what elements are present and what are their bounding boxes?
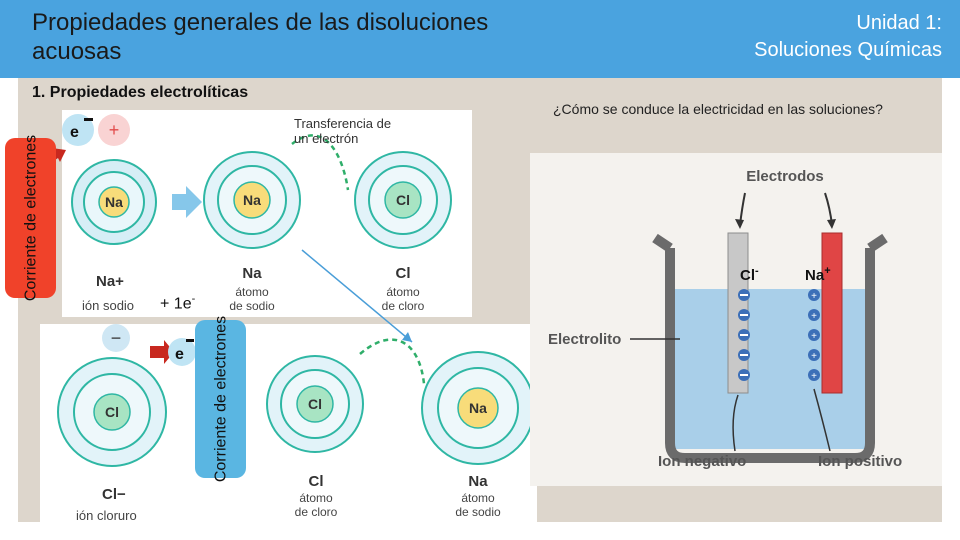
current-label-top: Corriente de electrones (5, 135, 56, 301)
cl-atom-symbol: Cl (396, 192, 410, 208)
minus-sign: − (111, 328, 122, 348)
chlorine-atom-figure-bottom: Cl (266, 355, 364, 453)
unit-label: Unidad 1: Soluciones Químicas (754, 10, 942, 64)
current-label-bottom: Corriente de electrones (195, 316, 246, 482)
header-bar (0, 0, 960, 78)
electron-label-top: e (70, 124, 79, 141)
electrolysis-diagram: Electrodos Electrolito + + + + + Ion neg… (548, 168, 902, 470)
plus-sign: + (109, 120, 120, 140)
svg-text:+: + (811, 291, 817, 302)
cl-atom-symbol-bottom: Cl (308, 396, 322, 412)
negative-ions (738, 289, 750, 381)
sodium-atom-figure-bottom: Na (421, 351, 535, 465)
negative-ion-label: Ion negativo (658, 453, 746, 470)
sodium-ion-figure: Na (71, 159, 157, 245)
chloride-ion-tag: Cl- (740, 265, 759, 284)
question-text: ¿Cómo se conduce la electricidad en las … (553, 101, 883, 117)
svg-text:+: + (811, 371, 817, 382)
transfer-arrow (291, 134, 350, 191)
cl-ion-symbol: Cl (105, 404, 119, 420)
positive-ion-label: Ion positivo (818, 453, 902, 470)
svg-text:+: + (811, 331, 817, 342)
section-heading: 1. Propiedades electrolíticas (32, 84, 249, 101)
na-ion-symbol: Na (105, 194, 123, 210)
electron-icon (62, 114, 94, 146)
sodium-atom-figure: Na (203, 151, 301, 249)
unit-number: Unidad 1: (856, 12, 942, 34)
current-arrow-icon-bottom (150, 340, 174, 364)
sodium-ion-label: Na+ (96, 273, 124, 290)
chlorine-atom-label: Cl (396, 265, 411, 282)
minus-icon (102, 324, 130, 352)
sodium-ion-tag: Na+ (805, 265, 831, 284)
connector-arrow (301, 249, 413, 343)
electron-gain-label: + 1e- (160, 293, 196, 313)
na-atom-symbol-bottom: Na (469, 400, 487, 416)
electron-icon-bottom (168, 338, 196, 366)
svg-text:+: + (811, 351, 817, 362)
sodium-atom-label-bottom: Na (468, 473, 488, 490)
electrolysis-panel: Electrodos Electrolito + + + + + Ion neg… (530, 153, 942, 486)
slide-title: Propiedades generales de las disolucione… (32, 9, 489, 65)
chlorine-atom-figure: Cl (354, 151, 452, 249)
positive-electrode (821, 232, 843, 394)
chloride-ion-label: Cl− (102, 486, 126, 503)
arrow-icon (172, 186, 202, 218)
electrolyte-label: Electrolito (548, 331, 621, 348)
chlorine-atom-label-bottom: Cl (309, 473, 324, 490)
electrodes-label: Electrodos (746, 168, 824, 185)
container (665, 248, 875, 463)
transfer-arrow-bottom (359, 338, 426, 385)
chloride-ion-figure: Cl (57, 357, 167, 467)
svg-text:e: e (175, 346, 184, 363)
sodium-ion-caption: ión sodio (82, 298, 134, 313)
chloride-ion-caption: ión cloruro (76, 508, 137, 522)
electron-badge-bottom: e (150, 338, 196, 366)
sodium-atom-label: Na (242, 265, 262, 282)
unit-name: Soluciones Químicas (754, 39, 942, 61)
positive-ions: + + + + + (808, 289, 820, 382)
plus-icon (98, 114, 130, 146)
na-atom-symbol: Na (243, 192, 261, 208)
svg-text:+: + (811, 311, 817, 322)
